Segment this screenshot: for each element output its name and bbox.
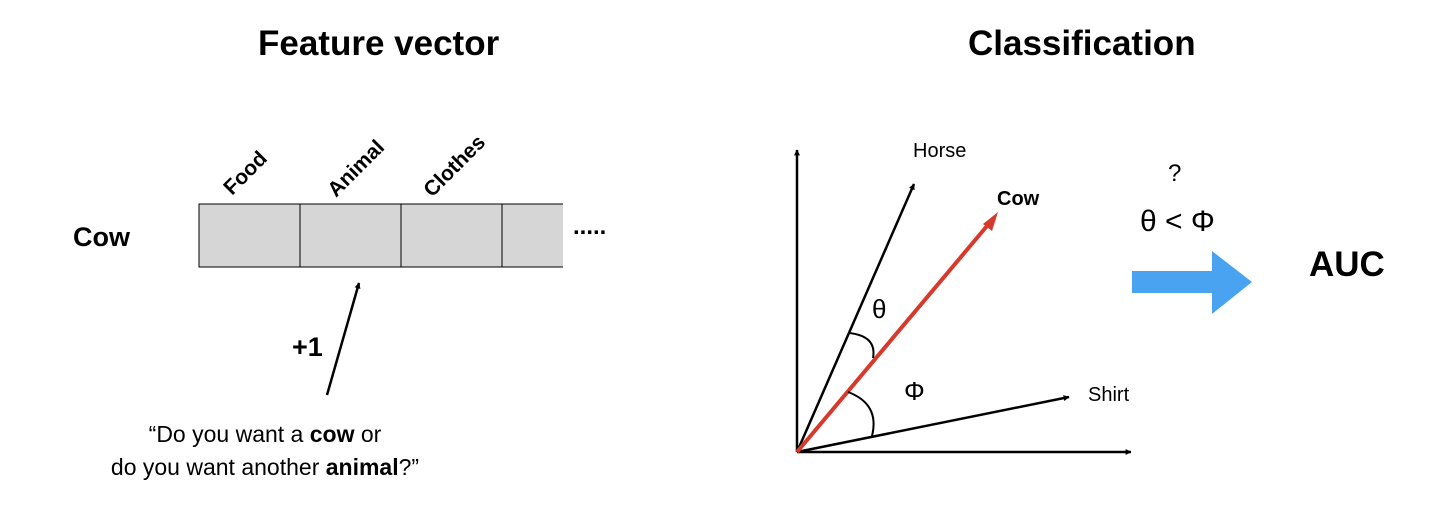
horse-label: Horse [913,140,966,162]
vector-cell-animal [299,203,402,268]
quote-line-1: “Do you want a cow or [0,418,530,451]
vector-ellipsis: ..... [573,213,607,240]
auc-label: AUC [1309,245,1385,284]
shirt-vector [796,395,1070,454]
quote-text: or [354,421,382,447]
question-mark: ? [1168,160,1182,187]
column-label-food: Food [219,147,272,200]
quote-text: “Do you want a [148,421,310,447]
increment-arrow [325,282,361,396]
quote-text: do you want another [110,454,326,480]
quote-bold-cow: cow [309,421,355,447]
example-quote: “Do you want a cow or do you want anothe… [0,418,530,484]
cow-vector [795,218,994,454]
vector-cell-food [198,203,301,268]
shirt-label: Shirt [1088,384,1130,406]
increment-label: +1 [292,332,323,362]
column-label-animal: Animal [323,136,389,202]
theta-arc [848,332,875,359]
horse-vector [795,183,916,453]
theta-symbol: θ [872,294,886,324]
quote-bold-animal: animal [325,454,399,480]
row-label-cow: Cow [73,222,130,252]
quote-text: ?” [398,454,420,480]
vector-cell-open [501,203,563,268]
classification-title: Classification [968,24,1196,63]
phi-symbol: Φ [904,376,925,406]
result-arrow [1132,251,1252,314]
column-label-clothes: Clothes [419,131,490,202]
cow-vector-arrowhead [983,212,998,231]
quote-line-2: do you want another animal?” [0,451,530,484]
cow-vector-label: Cow [997,188,1040,210]
feature-vector-title: Feature vector [258,24,500,63]
angle-comparison: θ < Φ [1140,205,1215,238]
feature-vector [198,203,563,268]
vector-cell-clothes [400,203,503,268]
phi-arc [847,391,875,437]
